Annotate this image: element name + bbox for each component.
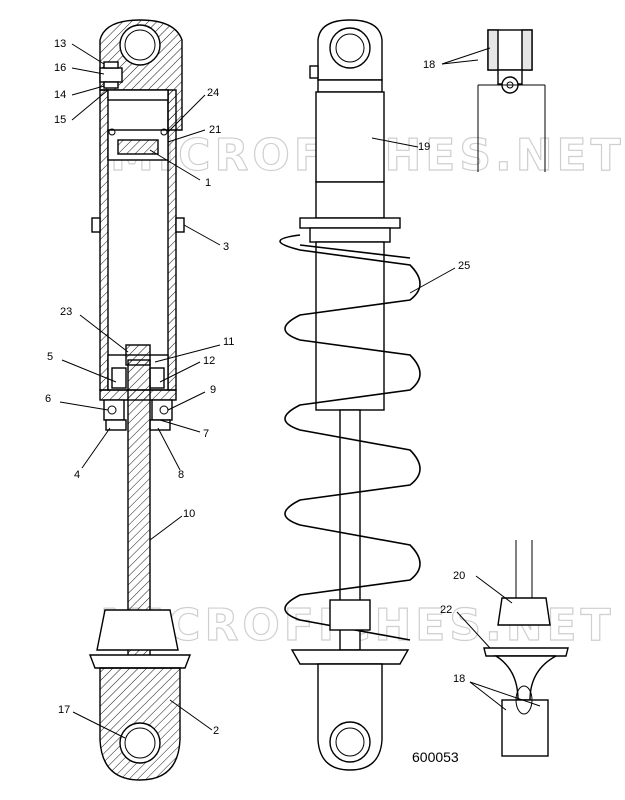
- callout-20: 20: [453, 570, 465, 582]
- callout-1: 1: [205, 177, 211, 189]
- callout-23: 23: [60, 306, 72, 318]
- callout-5: 5: [47, 351, 53, 363]
- shock-cross-section: [88, 19, 192, 781]
- callout-19: 19: [418, 141, 430, 153]
- callout-labels: 13 16 14 15 24 21 1 3 23 5 11 12 9 6 7 4…: [45, 38, 470, 737]
- callout-25: 25: [458, 260, 470, 272]
- callout-11: 11: [223, 336, 234, 348]
- figure-number: 600053: [412, 749, 459, 765]
- callout-17: 17: [58, 704, 70, 716]
- callout-2: 2: [213, 725, 219, 737]
- leader-lines: [59, 43, 541, 739]
- callout-10: 10: [183, 508, 195, 520]
- callout-22: 22: [440, 604, 452, 616]
- shock-assembled: [279, 19, 421, 771]
- callout-7: 7: [203, 428, 209, 440]
- callout-13: 13: [54, 38, 66, 50]
- callout-15: 15: [54, 114, 66, 126]
- callout-16: 16: [54, 62, 66, 74]
- callout-3: 3: [223, 241, 229, 253]
- lower-mount-detail: [483, 540, 569, 757]
- callout-8: 8: [178, 469, 184, 481]
- callout-4: 4: [74, 469, 80, 481]
- callout-12: 12: [203, 355, 215, 367]
- bushing-detail-top: [477, 29, 546, 172]
- callout-24: 24: [207, 87, 219, 99]
- callout-6: 6: [45, 393, 51, 405]
- callout-18-bottom: 18: [453, 673, 465, 685]
- callout-21: 21: [209, 124, 221, 136]
- callout-9: 9: [210, 384, 216, 396]
- callout-18-top: 18: [423, 59, 435, 71]
- callout-14: 14: [54, 89, 66, 101]
